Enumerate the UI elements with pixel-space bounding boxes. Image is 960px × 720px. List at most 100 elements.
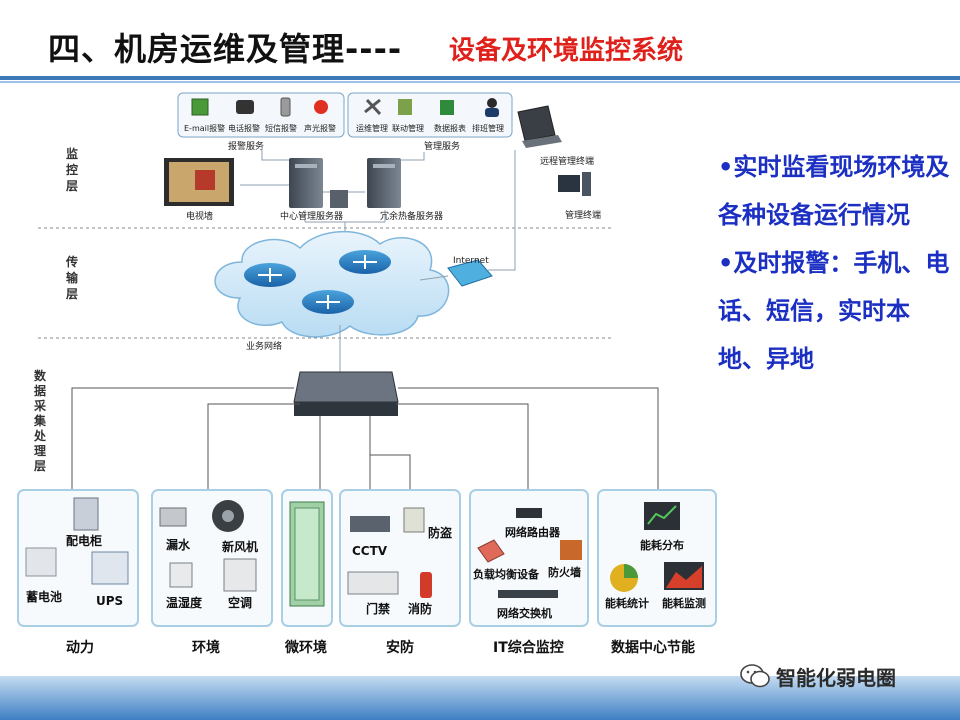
backup-server-label: 冗余热备服务器 — [380, 210, 443, 222]
tv-wall-label: 电视墙 — [186, 210, 213, 222]
layer-label-transport-group: 传输层 — [65, 254, 79, 301]
router-icon-2-arrows — [353, 255, 377, 269]
layer-label-collect-group: 数据采集处理层 — [33, 368, 47, 473]
energy-monitor-area-icon — [666, 566, 702, 588]
email-icon — [191, 98, 209, 116]
layer-label-monitor: 监控层 — [66, 146, 78, 193]
link-alarm-server — [261, 145, 305, 161]
watermark: 智能化弱电圈 — [740, 658, 896, 694]
group-environment-item-1: 新风机 — [222, 539, 258, 554]
access-control-icon — [347, 571, 399, 595]
link-internet-remote — [488, 150, 516, 271]
watermark-text: 智能化弱电圈 — [776, 665, 896, 690]
group-security-label: 安防 — [386, 639, 414, 656]
group-environment-item-3: 空调 — [228, 595, 252, 610]
group-environment-label: 环境 — [192, 639, 220, 656]
tools-icon — [364, 98, 382, 116]
desktop-monitor-icon — [558, 175, 580, 192]
firewall-icon — [560, 540, 582, 560]
switch-device-icon — [498, 590, 558, 598]
group-it-item-1: 负载均衡设备 — [473, 567, 540, 581]
person-body-icon — [485, 108, 499, 117]
collector-server-icon — [293, 371, 399, 403]
mgmt-service-box — [347, 92, 513, 138]
group-power-box — [17, 489, 139, 627]
bullet-alarm: •及时报警：手机、电话、短信，实时本地、异地 — [718, 249, 950, 373]
laptop-base-icon — [522, 135, 562, 148]
business-network-cloud — [214, 231, 450, 338]
rack-cabinet-door — [294, 507, 320, 601]
group-security: CCTV 防盗 门禁 消防 — [339, 489, 461, 627]
mgmt-item-0: 运维管理 — [356, 123, 388, 133]
summary-bullets: •实时监看现场环境及各种设备运行情况 •及时报警：手机、电话、短信，实时本地、异… — [718, 143, 954, 383]
person-icon — [487, 98, 497, 108]
group-environment-item-2: 温湿度 — [166, 595, 203, 610]
wechat-icon — [740, 664, 770, 688]
business-network-label: 业务网络 — [246, 340, 282, 352]
group-security-item-0: CCTV — [352, 544, 388, 558]
distribution-cabinet-icon — [73, 497, 99, 531]
page-subtitle: 设备及环境监控系统 — [449, 36, 684, 66]
air-conditioner-icon — [223, 558, 257, 592]
group-micro-label: 微环境 — [284, 639, 327, 656]
excel-icon — [440, 100, 454, 115]
link-servers-cloud — [304, 210, 386, 250]
group-environment: 漏水 新风机 温湿度 空调 — [151, 489, 273, 627]
page-title: 四、机房运维及管理---- — [48, 30, 403, 68]
tv-wall-detail — [195, 170, 215, 190]
group-security-box — [339, 489, 461, 627]
group-energy-item-2: 能耗监测 — [662, 596, 706, 610]
center-server-keyboard — [330, 190, 348, 208]
center-server-panel — [295, 164, 317, 168]
group-micro-environment — [281, 489, 333, 627]
mobile-icon — [280, 97, 291, 117]
mgmt-item-3: 排班管理 — [472, 123, 504, 133]
folder-icon — [398, 99, 412, 115]
center-server-label: 中心管理服务器 — [280, 210, 343, 222]
title-divider — [0, 76, 960, 80]
desktop-tower-icon — [582, 172, 591, 196]
internet-label: Internet — [453, 256, 489, 266]
energy-distribution-line-icon — [647, 505, 677, 525]
alarm-item-1: 电话报警 — [228, 123, 260, 133]
phone-icon — [236, 100, 254, 114]
group-it-monitoring: 网络路由器 负载均衡设备 防火墙 网络交换机 — [469, 489, 589, 627]
alarm-item-3: 声光报警 — [304, 123, 336, 133]
bottom-band — [0, 676, 960, 720]
alarm-item-2: 短信报警 — [265, 123, 297, 133]
mgmt-icons — [364, 98, 499, 117]
group-power-item-2: UPS — [96, 594, 123, 608]
group-it-item-2: 防火墙 — [548, 565, 581, 579]
load-balancer-icon — [477, 539, 505, 563]
group-it-item-0: 网络路由器 — [505, 525, 561, 539]
internet-switch-icon — [447, 259, 493, 287]
group-security-item-1: 防盗 — [428, 525, 452, 540]
title-divider-thin — [0, 81, 960, 83]
group-it-item-3: 网络交换机 — [497, 606, 552, 620]
mgmt-item-2: 数据报表 — [434, 123, 466, 133]
alarm-icons — [191, 97, 328, 117]
group-energy-label: 数据中心节能 — [611, 639, 695, 656]
group-security-item-3: 消防 — [408, 601, 432, 616]
alarm-item-0: E-mail报警 — [184, 123, 225, 133]
group-energy: 能耗分布 能耗统计 能耗监测 — [597, 489, 717, 627]
title-area: 四、机房运维及管理---- 设备及环境监控系统 — [0, 0, 960, 83]
cctv-camera-icon — [350, 516, 390, 532]
backup-server-icon — [367, 158, 401, 208]
layer-label-collect: 数据采集处理层 — [33, 368, 47, 473]
group-security-item-2: 门禁 — [366, 601, 390, 616]
mgmt-terminal-label: 管理终端 — [565, 209, 601, 221]
water-leak-icon — [159, 507, 187, 527]
humidity-sensor-icon — [169, 562, 193, 588]
alarm-service-label: 报警服务 — [228, 140, 264, 152]
mgmt-service-label: 管理服务 — [424, 140, 460, 152]
group-power: 配电柜 蓄电池 UPS — [17, 489, 139, 627]
link-cloud-internet — [419, 275, 449, 281]
group-energy-item-1: 能耗统计 — [605, 596, 649, 610]
group-energy-item-0: 能耗分布 — [640, 538, 684, 552]
router-icon-3-arrows — [316, 295, 340, 309]
backup-server-panel — [373, 164, 395, 168]
burglar-sensor-icon — [403, 507, 425, 533]
layer-label-monitor-group: 监控层 — [66, 146, 78, 193]
